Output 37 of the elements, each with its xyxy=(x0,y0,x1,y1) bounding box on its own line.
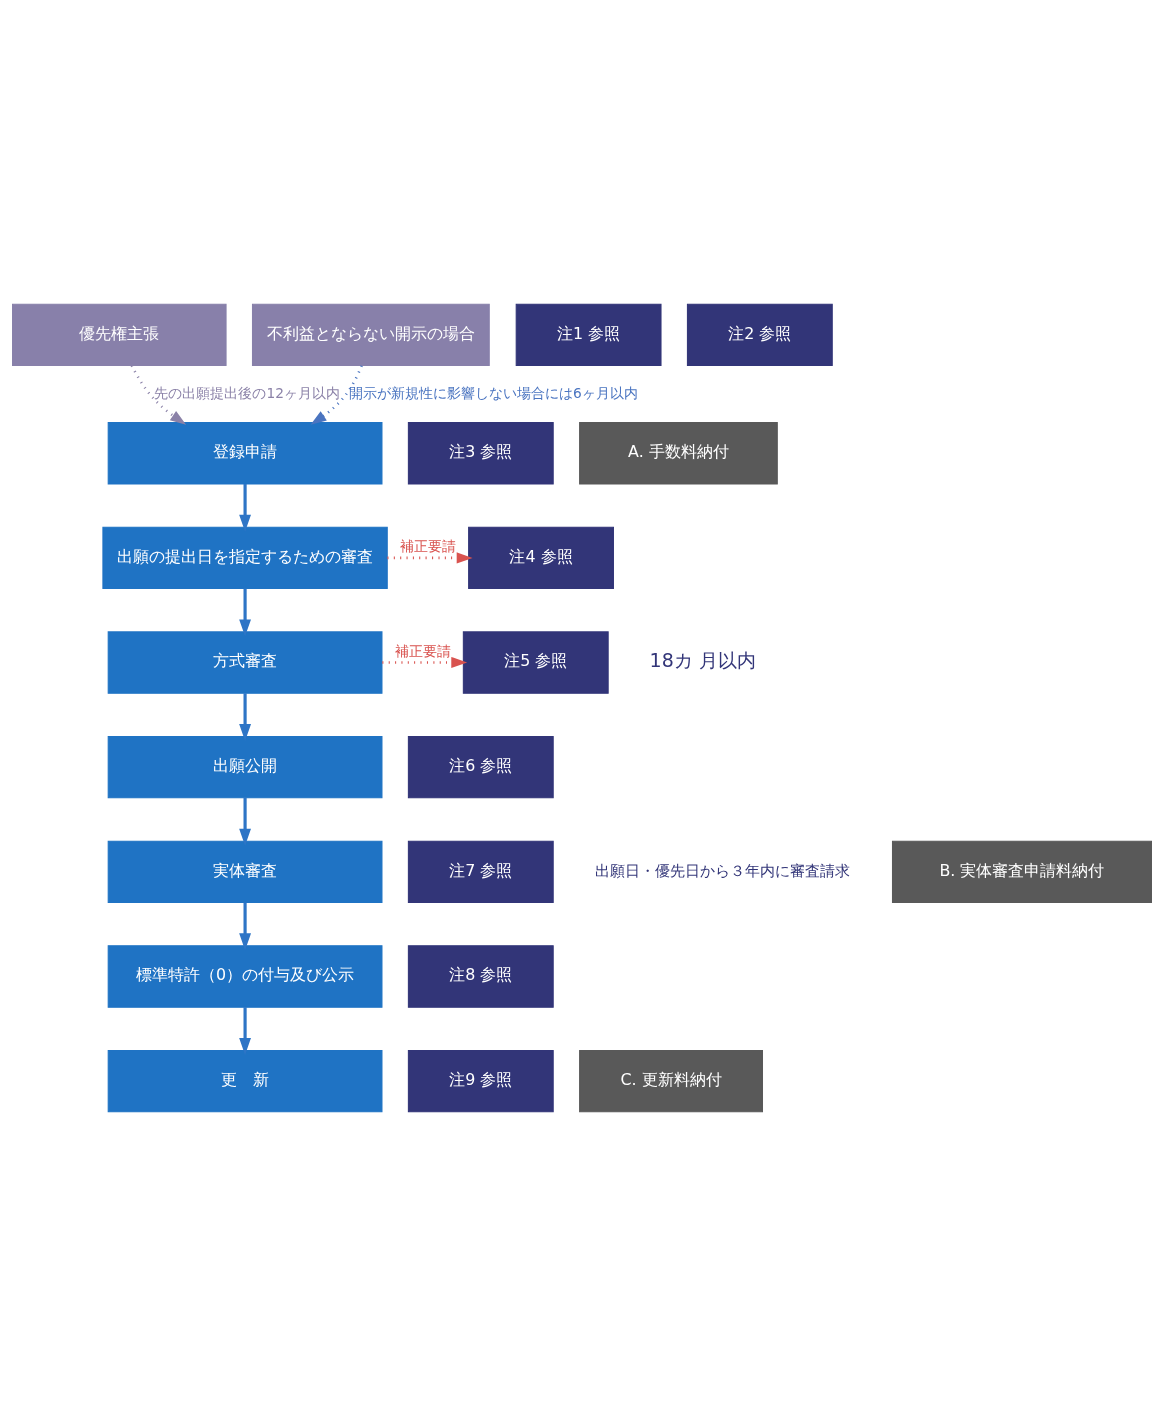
node-box: 注8 参照 xyxy=(407,944,554,1008)
node-box: B. 実体審査申請料納付 xyxy=(891,840,1152,903)
node-box: 注3 参照 xyxy=(407,421,554,484)
arrow xyxy=(239,1006,251,1055)
node-box: 注9 参照 xyxy=(407,1049,554,1112)
arrow xyxy=(382,656,468,668)
edge-label: 補正要請 xyxy=(394,642,451,659)
node-box: 標準特許（0）の付与及び公示 xyxy=(107,944,383,1008)
node-box: 注6 参照 xyxy=(407,735,554,798)
arrow xyxy=(239,797,251,846)
arrow xyxy=(130,364,187,425)
arrow xyxy=(239,483,251,532)
node-box: 優先権主張 xyxy=(12,303,227,366)
arrow xyxy=(239,692,251,741)
arrow xyxy=(310,364,363,425)
node-box: 更 新 xyxy=(107,1049,383,1112)
arrow xyxy=(387,551,473,563)
node-box: C. 更新料納付 xyxy=(579,1049,763,1112)
node-box: 実体審査 xyxy=(107,840,383,903)
label: 18カ 月以内 xyxy=(649,648,756,671)
node-box: 不利益とならない開示の場合 xyxy=(251,303,490,366)
node-box: 注2 参照 xyxy=(686,303,833,366)
edge-label: 補正要請 xyxy=(399,537,456,554)
node-label: 出願日・優先日から３年内に審査請求 xyxy=(595,861,851,879)
node-box: 注7 参照 xyxy=(407,840,554,903)
arrow xyxy=(239,902,251,950)
node-box: 登録申請 xyxy=(107,421,383,484)
node-box: 注5 参照 xyxy=(462,630,609,694)
arrow xyxy=(239,588,251,636)
node-box: 方式審査 xyxy=(107,630,383,694)
edge-label: 開示が新規性に影響しない場合には6ヶ月以内 xyxy=(349,384,638,401)
node-box: 注4 参照 xyxy=(468,526,614,589)
node-box: 注1 参照 xyxy=(515,303,662,366)
node-box: 出願の提出日を指定するための審査 xyxy=(102,526,388,589)
node-box: A. 手数料納付 xyxy=(579,421,778,484)
edge-label: 先の出願提出後の12ヶ月以内 xyxy=(154,384,340,401)
node-box: 出願公開 xyxy=(107,735,383,798)
